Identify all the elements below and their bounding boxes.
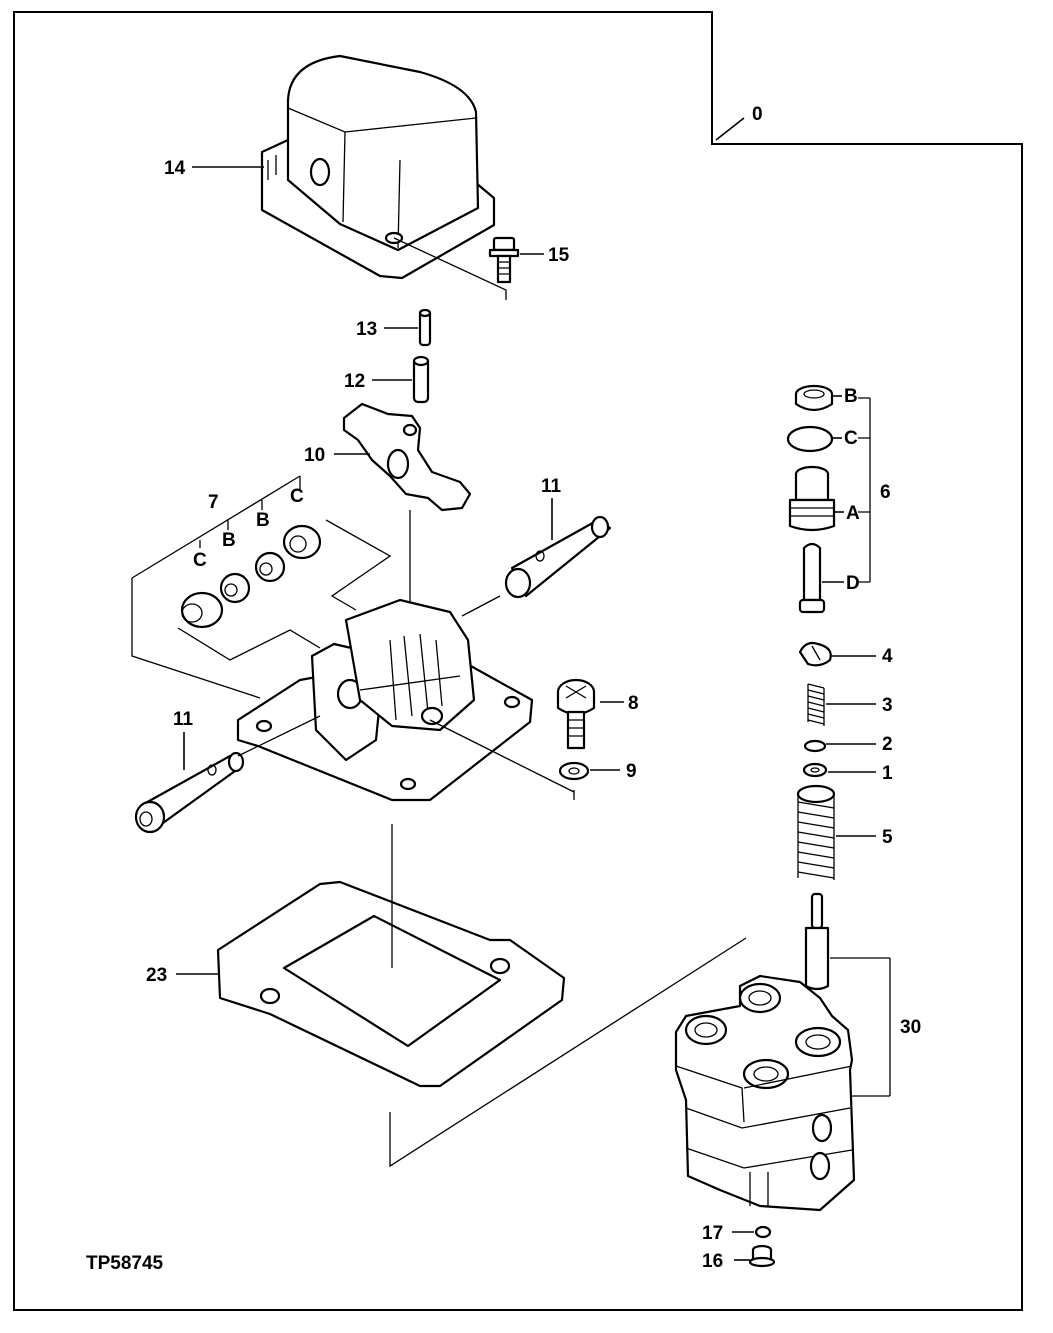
part-15-bolt — [488, 236, 520, 284]
leader-11-lower-dash — [237, 715, 321, 757]
callout-3: 3 — [882, 695, 893, 716]
callout-17: 17 — [702, 1223, 723, 1244]
callout-4: 4 — [882, 646, 893, 667]
dashed-7-path — [177, 519, 392, 661]
leader-15-assembly — [393, 237, 507, 300]
part-9-washer — [558, 761, 590, 781]
part-30-spool — [804, 892, 830, 991]
callout-11-lower: 11 — [173, 709, 194, 730]
part-6A-guide — [788, 465, 836, 532]
bracket-30 — [830, 957, 891, 1097]
sub-label-D-plunger: D — [846, 573, 860, 594]
part-4-clip — [798, 641, 832, 667]
part-12-pin — [412, 355, 430, 404]
callout-7: 7 — [208, 492, 219, 513]
bracket-6 — [858, 397, 871, 583]
part-3-spring — [807, 683, 825, 726]
callout-14: 14 — [164, 158, 186, 179]
part-7-bushings — [180, 524, 322, 629]
dashed-center-line — [389, 824, 747, 1168]
part-10-lever — [342, 402, 472, 512]
part-8-plug — [556, 678, 596, 750]
part-2-washer — [803, 739, 827, 753]
part-6D-plunger — [798, 542, 826, 614]
callout-13: 13 — [356, 319, 377, 340]
leader-0 — [715, 117, 745, 141]
sub-label-A-guide: A — [846, 503, 860, 524]
callout-0: 0 — [752, 104, 763, 125]
callout-12: 12 — [344, 371, 365, 392]
sub-label-C-right: C — [290, 486, 304, 507]
part-23-gasket — [216, 880, 566, 1088]
bracket-7 — [131, 475, 301, 699]
callout-5: 5 — [882, 827, 893, 848]
diagram-frame — [13, 11, 1023, 1311]
callout-2: 2 — [882, 734, 893, 755]
sub-label-C-left: C — [193, 550, 207, 571]
callout-23: 23 — [146, 965, 167, 986]
leader-11-upper-dash — [461, 595, 501, 617]
part-16-plug — [748, 1244, 776, 1268]
part-6B-seal — [794, 384, 834, 412]
callout-15: 15 — [548, 245, 570, 266]
callout-9: 9 — [626, 761, 637, 782]
sub-label-B-right: B — [256, 510, 270, 531]
part-5-spring — [796, 784, 836, 880]
sub-label-B-seal: B — [844, 386, 858, 407]
part-17-oring — [754, 1225, 772, 1239]
part-13-pin — [418, 308, 432, 347]
part-11-shaft-upper — [504, 515, 612, 599]
callout-30: 30 — [900, 1017, 921, 1038]
part-6C-oring — [786, 425, 834, 453]
sub-label-B-left: B — [222, 530, 236, 551]
part-housing — [236, 598, 575, 802]
part-11-shaft-lower — [134, 751, 245, 834]
part-14-cover — [260, 54, 496, 280]
callout-6: 6 — [880, 482, 891, 503]
sub-label-C-oring: C — [844, 428, 858, 449]
callout-8: 8 — [628, 693, 639, 714]
callout-10: 10 — [304, 445, 325, 466]
part-1-washer — [802, 762, 828, 778]
callout-16: 16 — [702, 1251, 723, 1272]
part-valve-body — [674, 974, 856, 1212]
callout-11-upper: 11 — [541, 476, 562, 497]
callout-1: 1 — [882, 763, 893, 784]
figure-id: TP58745 — [86, 1253, 164, 1274]
